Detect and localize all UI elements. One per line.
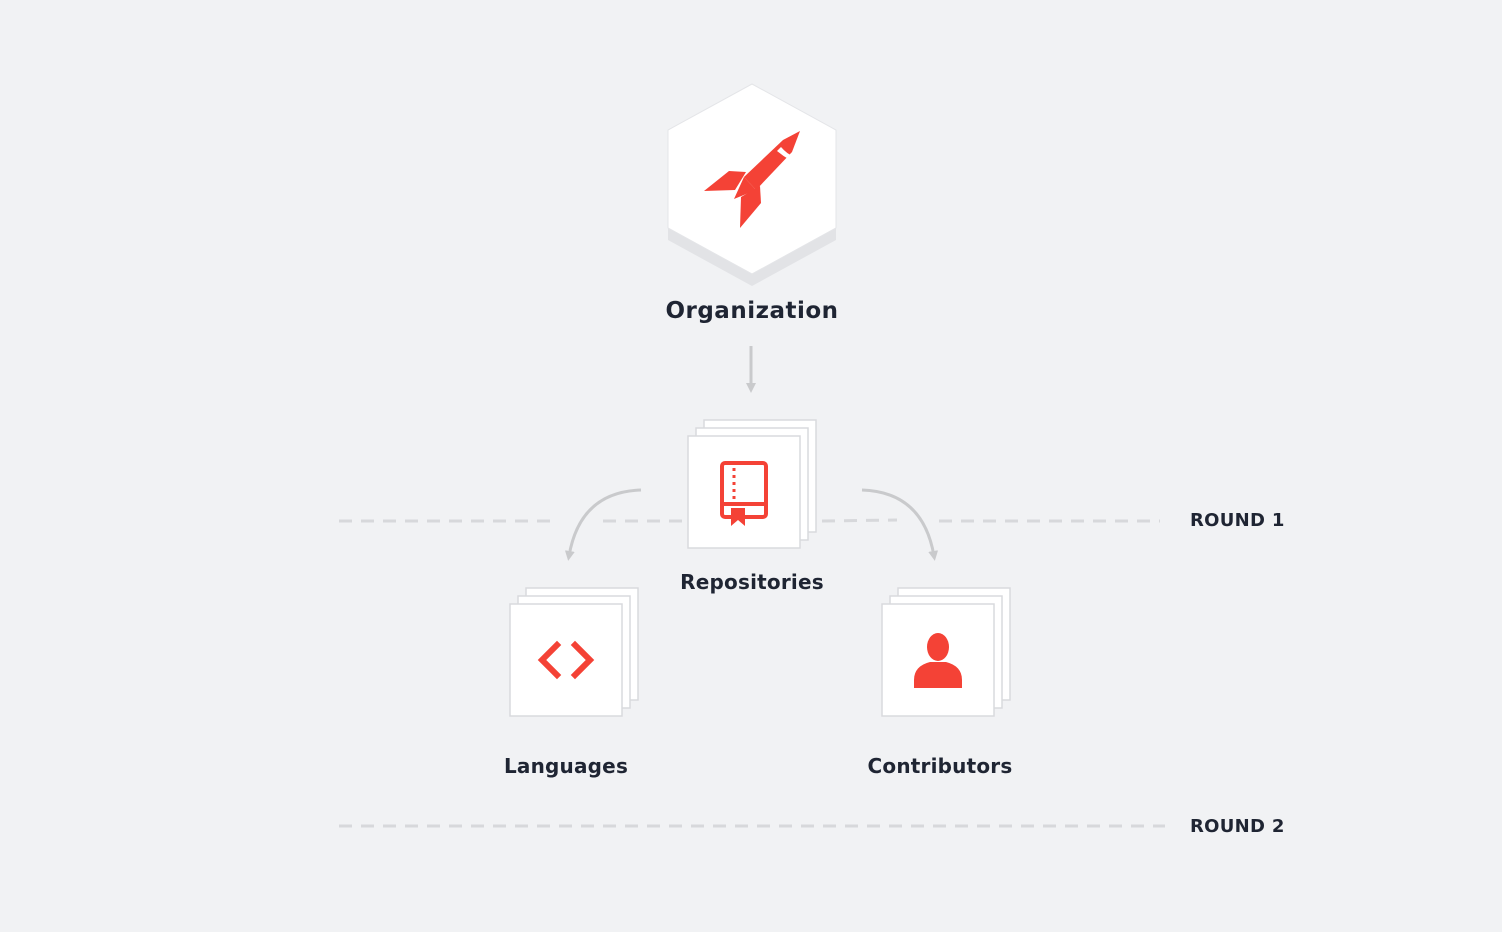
round-2-label: ROUND 2 <box>1190 816 1285 837</box>
repositories-node <box>687 419 817 549</box>
round-1-label: ROUND 1 <box>1190 510 1285 531</box>
arrow-repositories-to-contributors <box>861 488 939 561</box>
organization-label: Organization <box>665 298 839 324</box>
languages-label: Languages <box>503 754 629 778</box>
repositories-label: Repositories <box>680 570 824 594</box>
contributors-node <box>881 587 1011 717</box>
round-1-divider <box>339 518 1160 523</box>
code-brackets-icon <box>537 640 595 680</box>
languages-card <box>509 603 623 717</box>
repositories-card <box>687 435 801 549</box>
languages-node <box>509 587 639 717</box>
book-icon <box>720 461 768 526</box>
person-icon <box>914 633 962 688</box>
rocket-icon <box>704 131 800 228</box>
organization-node <box>667 83 837 286</box>
contributors-label: Contributors <box>867 754 1013 778</box>
arrow-repositories-to-languages <box>564 488 642 561</box>
